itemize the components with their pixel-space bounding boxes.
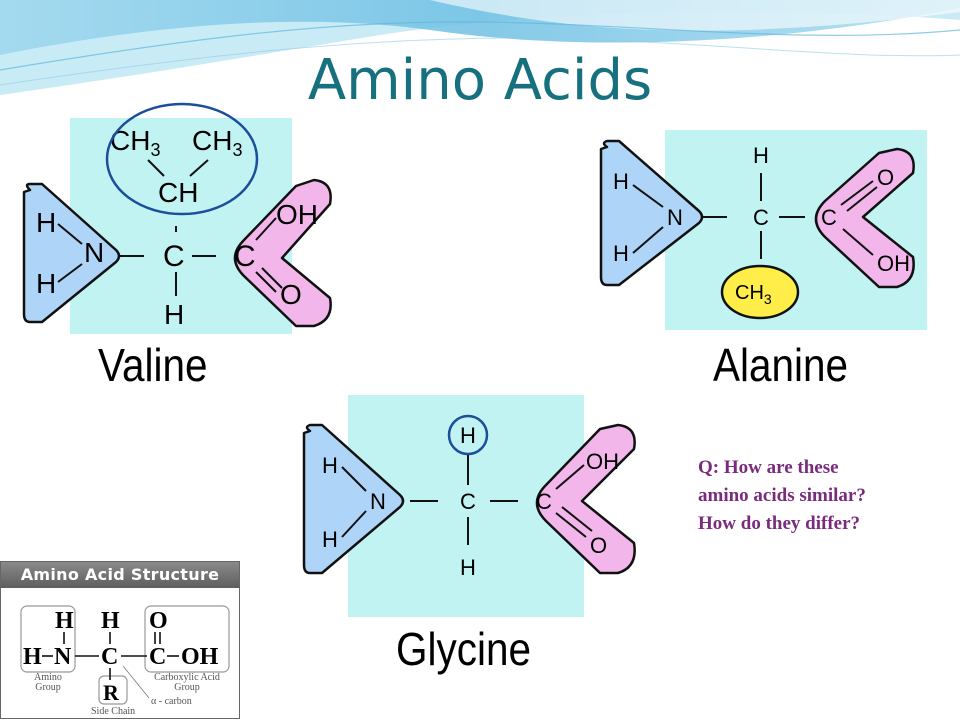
svg-text:CH3: CH3 <box>192 125 242 160</box>
valine-label: Valine <box>98 339 208 391</box>
question-line-3: How do they differ? <box>698 513 861 534</box>
alanine-c-alpha: C <box>753 205 769 230</box>
legend-c-acid: C <box>149 644 166 670</box>
alanine-label: Alanine <box>713 339 849 391</box>
amino-acid-structure-legend: Amino Acid Structure H H O H N C C OH R … <box>0 561 240 719</box>
glycine-c-acid: C <box>536 489 552 514</box>
valine-amino-group <box>22 182 121 324</box>
valine-structure: H N H C H C OH O CH3 CH3 CH <box>22 102 332 334</box>
alanine-ch3: CH <box>735 282 764 304</box>
legend-diagram: H H O H N C C OH R Amino Group Carboxyli… <box>20 605 230 717</box>
legend-h-n: H <box>23 644 42 670</box>
valine-ch3-left: CH <box>110 125 150 156</box>
legend-carboxylic-label: Carboxylic Acid <box>154 672 220 683</box>
legend-oh: OH <box>181 644 219 670</box>
legend-acid-group-label: Group <box>174 682 200 693</box>
legend-title: Amino Acid Structure <box>1 562 239 588</box>
alanine-side-chain <box>720 264 800 320</box>
legend-c-alpha: C <box>101 644 118 670</box>
alanine-c-acid: C <box>821 205 837 230</box>
glycine-oh: OH <box>586 449 619 474</box>
alanine-h-bottom: H <box>613 241 629 266</box>
slide-title: Amino Acids <box>307 48 653 113</box>
valine-n: N <box>84 237 104 268</box>
legend-h1: H <box>55 608 74 634</box>
alanine-h-alpha: H <box>753 143 769 168</box>
alanine-h-top: H <box>613 169 629 194</box>
glycine-o: O <box>590 533 607 558</box>
glycine-label: Glycine <box>396 623 531 675</box>
alanine-oh: OH <box>877 251 910 276</box>
valine-ch3-right: CH <box>192 125 232 156</box>
legend-r: R <box>103 680 120 705</box>
valine-oh: OH <box>276 199 318 230</box>
valine-c-acid: C <box>234 240 256 273</box>
valine-h-alpha: H <box>164 299 184 330</box>
glycine-h-bottom: H <box>322 527 338 552</box>
glycine-side-chain-circle <box>447 414 489 456</box>
alanine-n: N <box>667 205 683 230</box>
alanine-o: O <box>877 165 894 190</box>
legend-amino-label: Amino <box>34 672 62 683</box>
question-line-2: amino acids similar? <box>698 485 866 506</box>
glycine-h-side: H <box>460 423 476 448</box>
legend-h2: H <box>101 608 120 634</box>
valine-carboxyl-group <box>233 178 332 328</box>
glycine-structure: H N H C H H C OH O <box>302 395 636 617</box>
legend-group-label: Group <box>35 682 61 693</box>
alanine-amino-group <box>599 139 704 287</box>
valine-ch: CH <box>158 177 198 208</box>
wave-header <box>0 0 960 95</box>
legend-alpha-carbon-label: α - carbon <box>151 696 192 707</box>
valine-side-chain-circle <box>105 102 259 216</box>
glycine-amino-group <box>302 423 405 575</box>
valine-o: O <box>280 279 302 310</box>
question-text: Q: How are these amino acids similar? Ho… <box>698 454 948 538</box>
glycine-h-alpha: H <box>460 555 476 580</box>
legend-o: O <box>149 608 168 634</box>
question-line-1: Q: How are these <box>698 457 839 478</box>
glycine-c-alpha: C <box>460 489 476 514</box>
alanine-structure: H N H C H CH3 C O OH <box>599 130 927 330</box>
legend-n: N <box>54 644 72 670</box>
glycine-carboxyl-group <box>535 423 636 575</box>
valine-h-top: H <box>36 207 56 238</box>
svg-text:CH3: CH3 <box>735 282 772 307</box>
glycine-h-top: H <box>322 453 338 478</box>
valine-c-alpha: C <box>163 240 185 273</box>
legend-side-chain-label: Side Chain <box>91 706 135 717</box>
alanine-carboxyl-group <box>814 147 915 289</box>
glycine-n: N <box>370 489 386 514</box>
valine-h-bottom: H <box>36 268 56 299</box>
